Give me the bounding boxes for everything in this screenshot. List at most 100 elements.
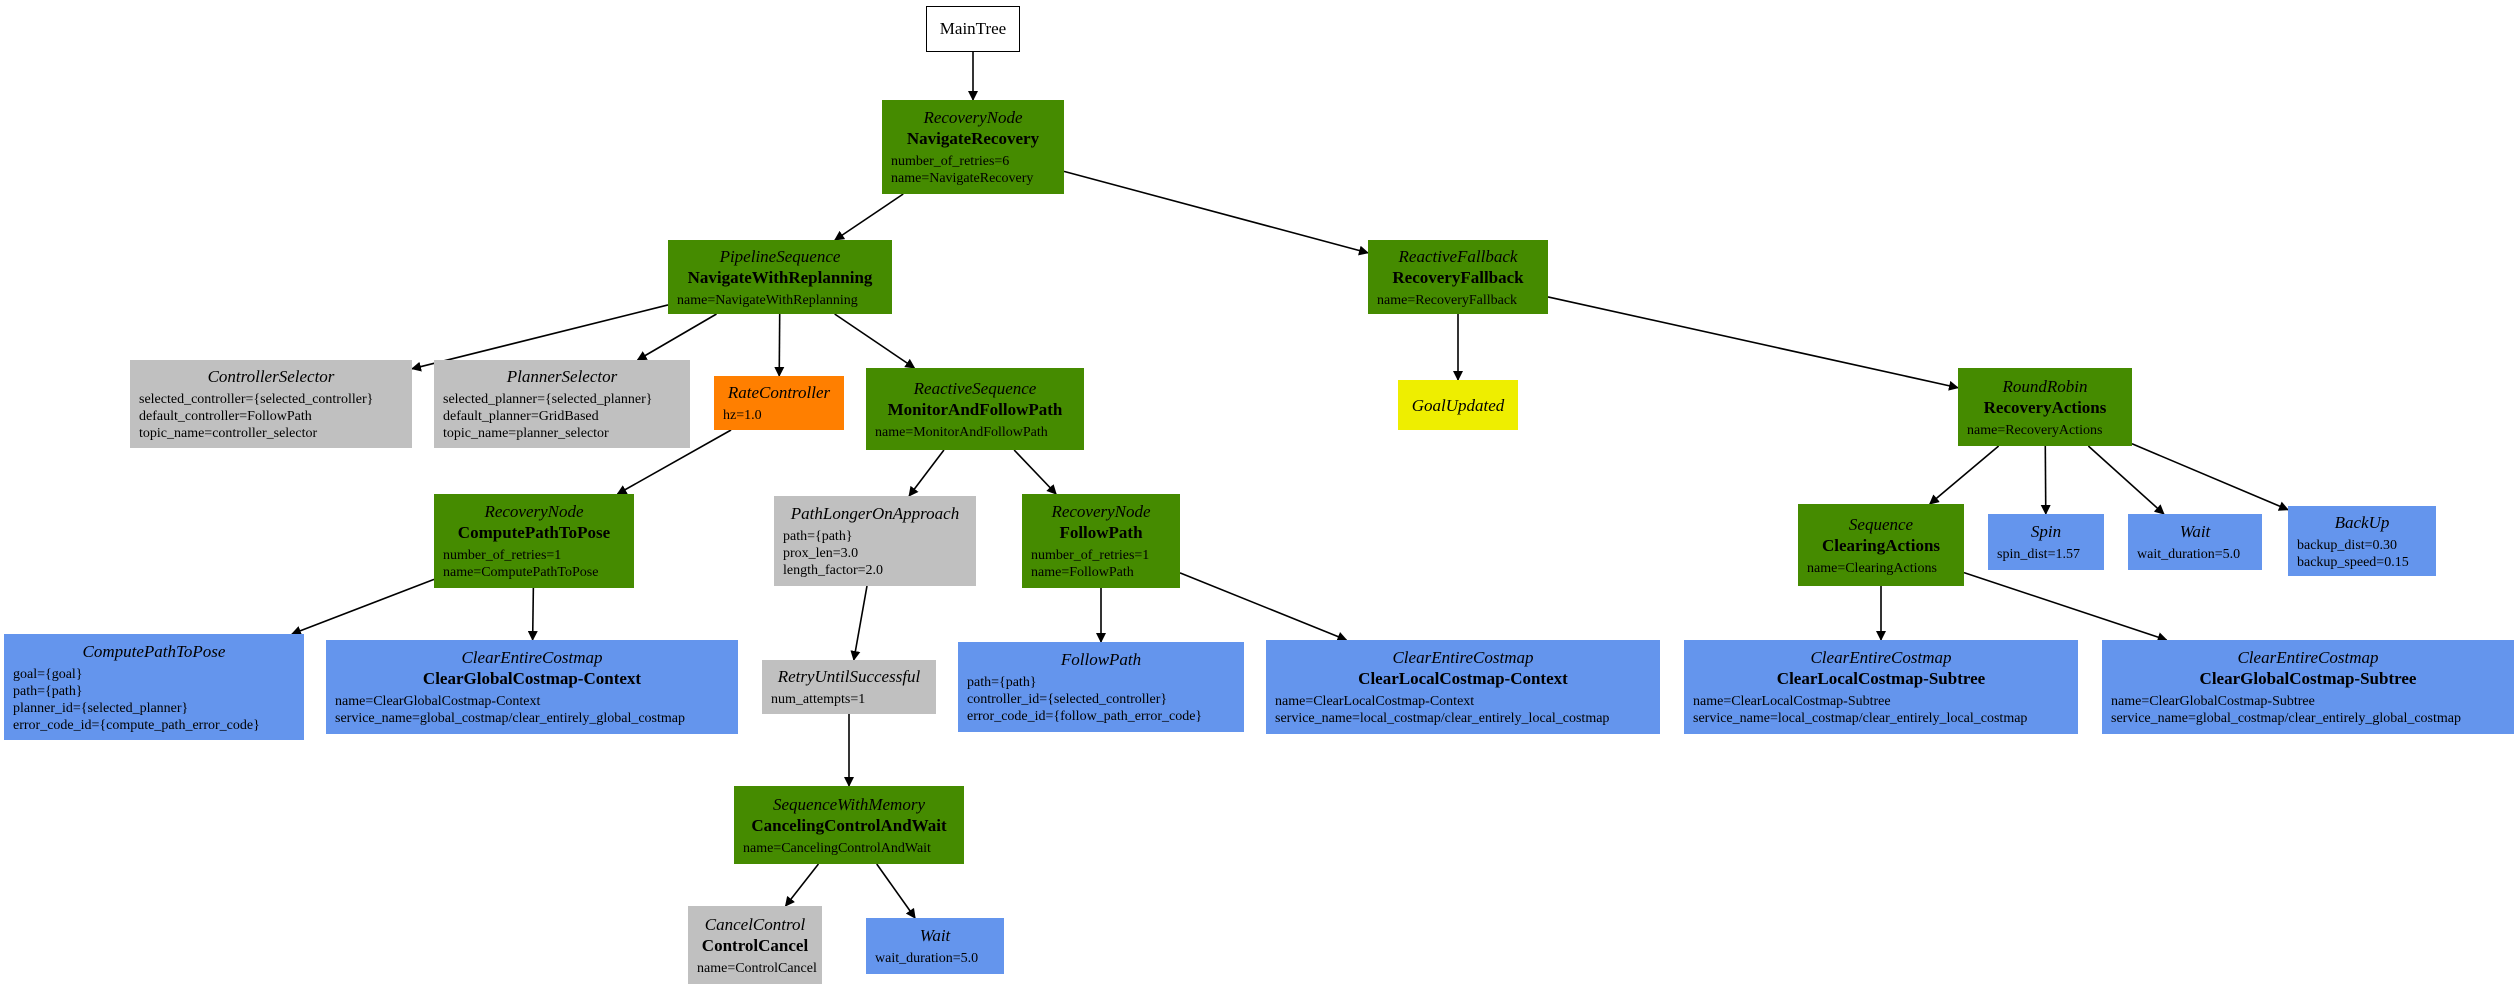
node-spin: Spin spin_dist=1.57 xyxy=(1988,514,2104,570)
edge-navrec-to-navrepl xyxy=(834,193,904,241)
node-name: ClearGlobalCostmap-Subtree xyxy=(2199,669,2417,688)
edge-navrepl-to-monfollow xyxy=(834,313,916,369)
node-type: ClearEntireCostmap xyxy=(461,648,603,667)
node-param: selected_planner={selected_planner} xyxy=(443,392,653,407)
node-param: name=MonitorAndFollowPath xyxy=(875,424,1048,440)
node-type: ClearEntireCostmap xyxy=(1392,648,1534,667)
node-main-tree: MainTree xyxy=(926,6,1020,52)
node-params: name=ClearingActions xyxy=(1807,560,1955,577)
node-param: error_code_id={compute_path_error_code} xyxy=(13,717,260,733)
edge-navrepl-to-plansel xyxy=(636,313,717,361)
node-param: default_planner=GridBased xyxy=(443,409,599,424)
node-name: ClearLocalCostmap-Subtree xyxy=(1776,669,1986,688)
node-name: MonitorAndFollowPath xyxy=(887,399,1063,419)
node-param: controller_id={selected_controller} xyxy=(967,692,1168,707)
node-name: NavigateRecovery xyxy=(906,129,1040,148)
node-param: planner_id={selected_planner} xyxy=(13,700,189,716)
node-type: Wait xyxy=(919,926,951,945)
node-type: Sequence xyxy=(1848,514,1914,534)
node-params: selected_controller={selected_controller… xyxy=(139,391,403,442)
node-param: wait_duration=5.0 xyxy=(875,951,979,966)
node-rate-controller: RateController hz=1.0 xyxy=(714,376,844,430)
edge-recact-to-wait1 xyxy=(2087,445,2165,515)
node-type: Spin xyxy=(2030,522,2062,541)
node-type: ComputePathToPose xyxy=(82,641,226,661)
node-params: spin_dist=1.57 xyxy=(1997,546,2095,563)
node-param: length_factor=2.0 xyxy=(783,563,884,578)
node-type: ClearEntireCostmap xyxy=(2237,648,2379,667)
node-type: FollowPath xyxy=(1060,650,1142,669)
node-type: RetryUntilSuccessful xyxy=(777,667,921,686)
node-param: topic_name=controller_selector xyxy=(139,426,318,441)
node-type: RecoveryNode xyxy=(1051,502,1151,521)
node-follow-path: FollowPath path={path} controller_id={sele… xyxy=(958,642,1244,732)
node-param: name=ClearGlobalCostmap-Subtree xyxy=(2111,694,2315,709)
edge-clearing-to-cgcsub xyxy=(1963,571,2168,642)
node-param: error_code_id={follow_path_error_code} xyxy=(967,709,1203,724)
node-name: ControlCancel xyxy=(701,935,809,955)
node-param: hz=1.0 xyxy=(723,408,762,423)
node-param: service_name=global_costmap/clear_entire… xyxy=(2111,711,2461,726)
node-type: PlannerSelector xyxy=(506,367,618,386)
edge-recact-to-spin xyxy=(2040,445,2051,515)
node-params: name=CancelingControlAndWait xyxy=(743,840,955,857)
edge-recact-to-backup xyxy=(2131,443,2289,511)
node-type: RateController xyxy=(727,383,831,402)
node-params: goal={goal}path={path}planner_id={select… xyxy=(13,666,295,734)
node-params: name=RecoveryFallback xyxy=(1377,292,1539,309)
edge-navrepl-to-ctrlsel xyxy=(411,304,669,372)
node-param: name=ClearLocalCostmap-Context xyxy=(1275,694,1475,709)
edge-monfollow-to-followrec xyxy=(1013,449,1057,495)
node-params: name=NavigateWithReplanning xyxy=(677,292,883,309)
node-type: ReactiveSequence xyxy=(913,378,1037,398)
node-type: RecoveryNode xyxy=(484,502,584,521)
node-name: ClearingActions xyxy=(1821,535,1941,555)
node-param: name=RecoveryFallback xyxy=(1377,292,1518,308)
node-type: ReactiveFallback xyxy=(1398,246,1518,266)
node-param: name=ClearLocalCostmap-Subtree xyxy=(1693,694,1891,709)
node-param: name=NavigateWithReplanning xyxy=(677,292,858,308)
node-param: path={path} xyxy=(13,683,83,699)
node-param: prox_len=3.0 xyxy=(783,546,859,561)
node-type: CancelControl xyxy=(704,914,806,934)
node-type: PipelineSequence xyxy=(719,246,841,266)
node-param: wait_duration=5.0 xyxy=(2137,547,2241,562)
node-type: RoundRobin xyxy=(2002,376,2088,396)
node-param: selected_controller={selected_controller… xyxy=(139,392,374,407)
node-param: path={path} xyxy=(967,675,1037,690)
node-type: RecoveryNode xyxy=(923,108,1023,127)
node-param: topic_name=planner_selector xyxy=(443,426,609,441)
node-wait: Wait wait_duration=5.0 xyxy=(866,918,1004,974)
node-type: Wait xyxy=(2179,522,2211,541)
node-params: num_attempts=1 xyxy=(771,691,927,708)
edge-cptp-to-cgcctx xyxy=(527,587,538,641)
node-retry-until-successful: RetryUntilSuccessful num_attempts=1 xyxy=(762,660,936,714)
edge-seqmem-to-cancelctl xyxy=(784,863,820,907)
edge-ratectl-to-cptp xyxy=(616,429,732,495)
node-wait: Wait wait_duration=5.0 xyxy=(2128,514,2262,570)
node-name: CancelingControlAndWait xyxy=(751,815,947,835)
node-param: backup_speed=0.15 xyxy=(2297,554,2409,570)
node-param: name=ComputePathToPose xyxy=(443,565,599,580)
node-param: number_of_retries=1 xyxy=(443,548,562,563)
node-param: name=ClearingActions xyxy=(1807,560,1937,576)
node-name: NavigateWithReplanning xyxy=(687,267,873,287)
node-name: ComputePathToPose xyxy=(457,523,611,542)
node-compute-path-to-pose: ComputePathToPose goal={goal}path={path}p… xyxy=(4,634,304,740)
node-param: num_attempts=1 xyxy=(771,692,866,707)
node-name: ClearGlobalCostmap-Context xyxy=(422,669,642,688)
node-planner-selector: PlannerSelector selected_planner={selecte… xyxy=(434,360,690,448)
edge-layer xyxy=(291,52,2289,919)
node-param: name=FollowPath xyxy=(1031,565,1134,580)
